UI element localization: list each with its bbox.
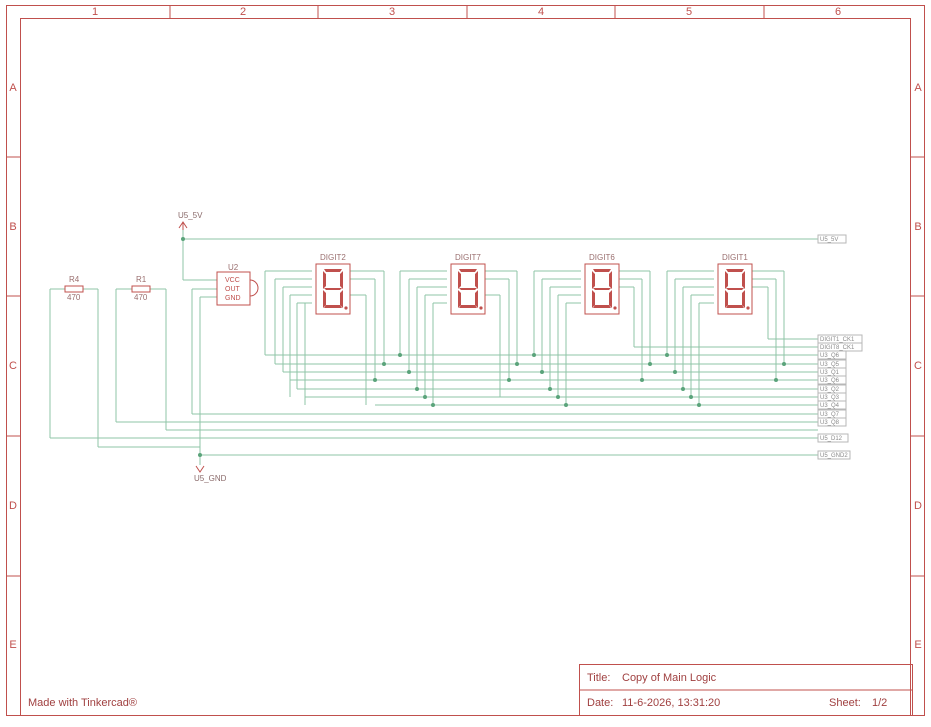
made-with-label: Made with Tinkercad® <box>28 697 137 709</box>
title-label: Title: <box>587 672 610 684</box>
net-label: U3_Q1 <box>820 370 840 376</box>
seven-segment-digit6[interactable]: DIGIT6 <box>584 253 620 315</box>
date-label: Date: <box>587 697 613 709</box>
net-label: U3_Q5 <box>820 362 840 368</box>
row-label: B <box>914 221 921 233</box>
row-label: D <box>914 500 922 512</box>
row-label: B <box>9 221 16 233</box>
vcc-symbol: U5_5V <box>178 211 203 230</box>
chip-pin-label: VCC <box>225 277 240 284</box>
junctions <box>181 237 786 457</box>
date-value: 11-6-2026, 13:31:20 <box>622 697 720 709</box>
row-label: A <box>914 82 922 94</box>
resistor-r1[interactable]: R1 470 <box>131 275 151 302</box>
display-ref: DIGIT6 <box>589 253 615 262</box>
title-value: Copy of Main Logic <box>622 672 717 684</box>
resistor-ref: R4 <box>69 275 80 284</box>
seven-segment-digit2[interactable]: DIGIT2 <box>315 253 351 315</box>
vcc-label: U5_5V <box>178 211 203 220</box>
seven-segment-digit1[interactable]: DIGIT1 <box>717 253 753 315</box>
net-label: U3_Q2 <box>820 387 840 393</box>
column-label: 4 <box>538 6 544 18</box>
display-ref: DIGIT2 <box>320 253 346 262</box>
column-label: 2 <box>240 6 246 18</box>
net-label: U5_D12 <box>820 436 843 442</box>
gnd-symbol: U5_GND <box>194 465 227 483</box>
chip-u2[interactable]: U2 VCC OUT GND <box>216 263 259 306</box>
row-label: C <box>914 360 922 372</box>
chip-pin-label: GND <box>225 295 241 302</box>
row-label: C <box>9 360 17 372</box>
net-label: DIGIT8_CK1 <box>820 345 855 351</box>
display-ref: DIGIT1 <box>722 253 748 262</box>
column-label: 3 <box>389 6 395 18</box>
chip-pin-label: OUT <box>225 286 241 293</box>
sheet-label: Sheet: <box>829 697 861 709</box>
row-label: E <box>914 639 921 651</box>
resistor-r4[interactable]: R4 470 <box>64 275 84 302</box>
display-ref: DIGIT7 <box>455 253 481 262</box>
net-label: U3_Q6 <box>820 353 840 359</box>
gnd-label: U5_GND <box>194 474 227 483</box>
title-block: Title: Copy of Main Logic Date: 11-6-202… <box>579 664 913 716</box>
column-label: 1 <box>92 6 98 18</box>
net-label: U5_GND2 <box>820 453 848 459</box>
net-label: U3_Q3 <box>820 395 840 401</box>
resistor-ref: R1 <box>136 275 147 284</box>
net-label: U3_Q7 <box>820 412 840 418</box>
net-label: U5_5V <box>820 237 838 243</box>
sheet-value: 1/2 <box>872 697 887 709</box>
net-label: U3_Q8 <box>820 420 840 426</box>
row-label: A <box>9 82 17 94</box>
wires <box>49 229 818 465</box>
sheet-frame: 1 2 3 4 5 6 A B C D E A B C D E <box>6 5 925 716</box>
net-label: U3_Q4 <box>820 403 840 409</box>
row-label: E <box>9 639 16 651</box>
column-label: 5 <box>686 6 692 18</box>
chip-ref: U2 <box>228 263 239 272</box>
net-label: DIGIT1_CK1 <box>820 337 855 343</box>
column-label: 6 <box>835 6 841 18</box>
row-label: D <box>9 500 17 512</box>
seven-segment-digit7[interactable]: DIGIT7 <box>450 253 486 315</box>
resistor-value: 470 <box>67 293 81 302</box>
net-label: U3_Q6 <box>820 378 840 384</box>
resistor-value: 470 <box>134 293 148 302</box>
net-labels: U5_5V DIGIT1_CK1 DIGIT8_CK1 U3_Q6 U3_Q5 … <box>817 234 863 460</box>
